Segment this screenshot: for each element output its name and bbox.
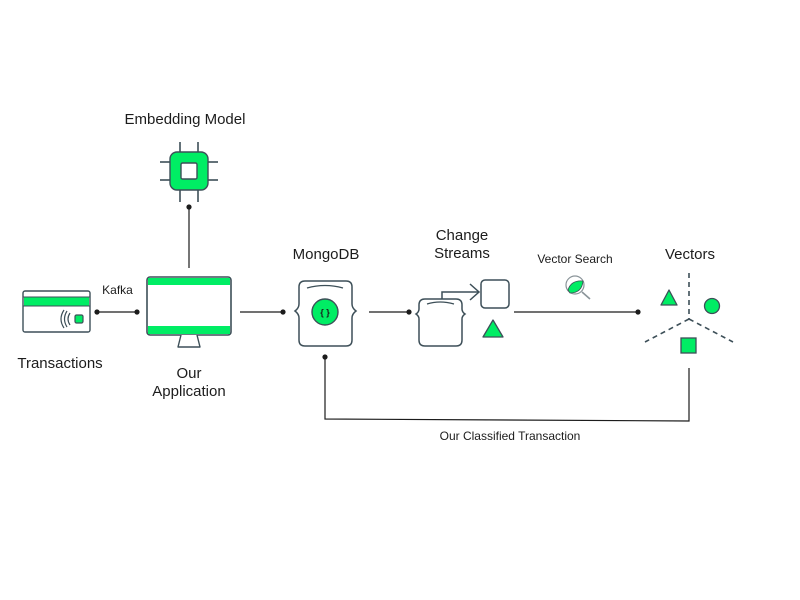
chip-icon: [160, 142, 218, 202]
vector-space-icon: [644, 273, 734, 354]
monitor-icon: [146, 276, 232, 348]
embedding-model-label: Embedding Model: [124, 111, 246, 128]
classified-transaction-label: Our Classified Transaction: [439, 429, 581, 443]
edge-mongodb-to-streams: [369, 309, 412, 315]
change-stream-icon: [414, 279, 510, 347]
vector-search-label: Vector Search: [537, 252, 613, 266]
mongodb-label: MongoDB: [292, 246, 360, 263]
our-application-label-line2: Application: [152, 383, 226, 400]
transactions-label: Transactions: [17, 355, 103, 372]
vectors-label: Vectors: [664, 246, 716, 263]
credit-card-contactless-icon: [22, 290, 91, 333]
database-document-icon: { }: [293, 280, 358, 347]
our-application-label-line1: Our: [176, 365, 202, 382]
edge-classified-transaction: [322, 354, 690, 422]
change-streams-label-line1: Change: [435, 227, 489, 244]
magnifier-icon: [565, 275, 591, 300]
edge-app-to-mongodb: [240, 309, 286, 315]
kafka-label: Kafka: [102, 283, 133, 297]
svg-text:{ }: { }: [320, 308, 330, 318]
change-streams-label-line2: Streams: [434, 245, 490, 262]
edge-embedding: [186, 204, 192, 268]
edge-kafka: [94, 309, 140, 315]
edge-vector-search: [514, 309, 641, 315]
